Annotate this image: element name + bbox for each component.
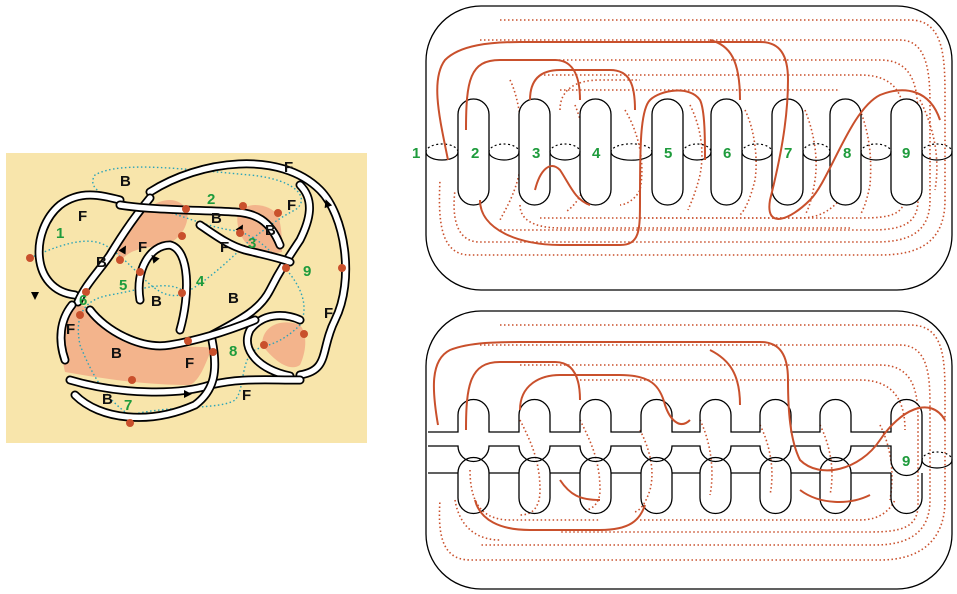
crossing-dot [76,311,84,319]
tube-number: 9 [902,145,910,162]
surface-bottom-panel: 9 [426,311,952,589]
tube-number: 4 [592,145,601,162]
crossing-dot [239,202,247,210]
face-label: B [102,391,113,408]
knot-number: 1 [56,225,64,242]
tubes-top [458,99,922,205]
knot-number: 5 [119,277,127,294]
meridians-bottom [922,452,952,468]
face-label: B [228,290,239,307]
face-label: F [138,239,147,256]
knot-number: 3 [248,235,256,252]
crossing-dot [178,232,186,240]
crossing-dot [178,289,186,297]
curve-bottom [434,342,945,530]
crossing-dot [128,376,136,384]
tube-number: 5 [664,145,672,162]
knot-diagram-panel: 1 2 3 4 5 6 7 8 9 B F F B F B B F B F B … [6,153,367,443]
tube-number: 6 [723,145,731,162]
crossing-dot [182,205,190,213]
tube-number: 7 [784,145,792,162]
face-label: B [96,254,107,271]
face-label: F [287,197,296,214]
face-label: F [324,305,333,322]
crossing-dot [136,268,144,276]
face-label: F [220,239,229,256]
face-label: B [151,293,162,310]
face-label: F [185,355,194,372]
crossing-dot [338,264,346,272]
crossing-dot [26,254,34,262]
knot-number: 4 [196,273,205,290]
crossing-dot [274,209,282,217]
face-label: F [78,208,87,225]
crossing-dot [282,264,290,272]
tube-number: 9 [902,453,910,470]
surface-top-frame [426,6,952,290]
face-label: B [120,173,131,190]
knot-number: 9 [303,263,311,280]
crossing-dot [184,337,192,345]
face-label: F [284,159,293,176]
crossing-dot [300,330,308,338]
knot-number: 2 [207,191,215,208]
tube-number: 3 [532,145,540,162]
tube-number: 2 [471,145,479,162]
face-label: B [211,210,222,227]
dotted-curves-bottom [439,325,945,560]
crossing-dot [116,256,124,264]
knot-number: 7 [124,397,132,414]
tube-number: 1 [412,145,420,162]
crossing-dot [126,419,134,427]
knot-number: 6 [79,292,87,309]
tube-number: 8 [843,145,851,162]
face-label: B [265,222,276,239]
crossing-dot [260,341,268,349]
face-label: F [66,321,75,338]
crossing-dot [209,348,217,356]
face-label: B [111,345,122,362]
face-label: F [242,387,251,404]
surface-top-panel: 1 2 3 4 5 6 7 8 9 [412,6,952,290]
curve-top [437,40,940,245]
dotted-curves-top [439,20,945,255]
knot-number: 8 [229,343,237,360]
crossing-dot [236,229,244,237]
meridians-top [426,144,952,161]
